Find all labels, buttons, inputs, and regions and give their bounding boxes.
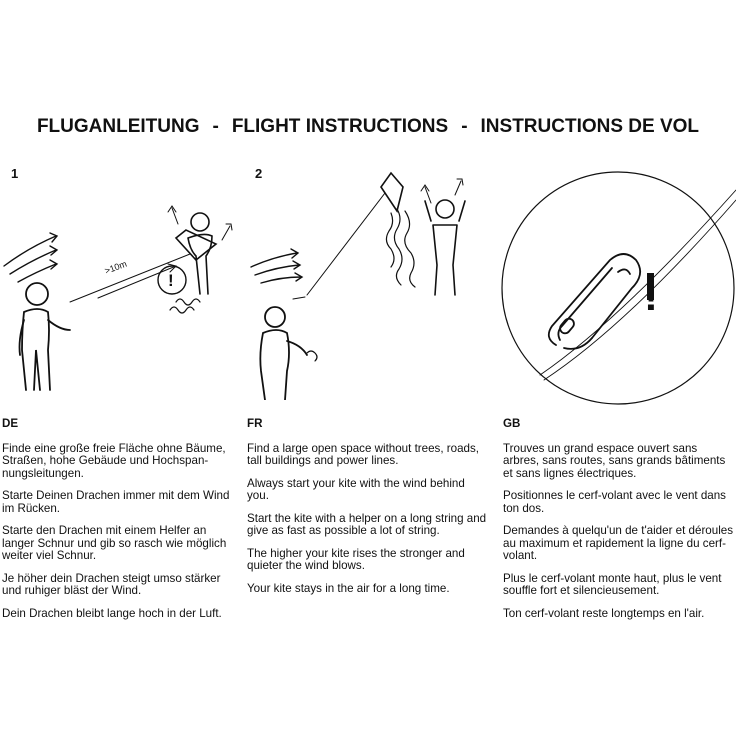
- title-fr: INSTRUCTIONS DE VOL: [480, 116, 700, 137]
- carabiner-icon: [547, 253, 642, 350]
- column-de: DE Finde eine große freie Fläche ohne Bä…: [2, 417, 234, 630]
- language-label: FR: [247, 417, 263, 430]
- paragraph: Trouves un grand espace ouvert sans arbr…: [503, 441, 726, 480]
- person-icon: [18, 282, 71, 391]
- paragraph: Starte den Drachen mit einem Helfer an l…: [2, 524, 227, 562]
- warning-symbol: !: [168, 271, 174, 290]
- zoom-circle-icon: [501, 171, 735, 405]
- person-icon: [259, 306, 308, 400]
- paragraph: Positionnes le cerf-volant avec le vent …: [503, 489, 726, 515]
- step-1-number: 1: [11, 166, 19, 181]
- paragraph: Find a large open space without trees, r…: [247, 441, 480, 467]
- paragraph: Finde eine große freie Fläche ohne Bäume…: [2, 441, 226, 480]
- carabiner-illustration: !: [501, 171, 736, 405]
- paragraph: Je höher dein Drachen steigt umso stärke…: [2, 571, 221, 597]
- step-2-number: 2: [255, 166, 263, 181]
- title-separator-1: -: [212, 116, 219, 137]
- page-title: FLUGANLEITUNG-FLIGHT INSTRUCTIONS-INSTRU…: [0, 116, 736, 138]
- language-label: GB: [503, 417, 521, 430]
- kite-string-line: [69, 253, 191, 303]
- line-strand: [539, 189, 736, 376]
- paragraph: The higher your kite rises the stronger …: [247, 546, 465, 572]
- helper-person-icon: [424, 199, 466, 296]
- step-1-illustration: >10m !: [3, 205, 233, 391]
- paragraph: Your kite stays in the air for a long ti…: [247, 581, 450, 595]
- warning-symbol: !: [644, 272, 658, 319]
- wind-arrows-icon: [250, 248, 304, 284]
- wind-arrows-icon: [3, 232, 59, 283]
- paragraph: Dein Drachen bleibt lange hoch in der Lu…: [2, 606, 222, 620]
- paragraph: Ton cerf-volant reste longtemps en l'air…: [503, 606, 705, 620]
- language-label: DE: [2, 417, 19, 430]
- kite-icon: [380, 171, 404, 213]
- title-separator-2: -: [461, 116, 468, 137]
- title-de: FLUGANLEITUNG: [36, 116, 200, 137]
- distance-label: >10m: [103, 259, 128, 276]
- title-en: FLIGHT INSTRUCTIONS: [231, 116, 449, 137]
- warning-bar-icon: [647, 273, 654, 300]
- paragraph: Demandes à quelqu'un de t'aider et dérou…: [503, 524, 734, 562]
- kite-string-line: [306, 192, 386, 296]
- column-gb: GB Trouves un grand espace ouvert sans a…: [503, 417, 735, 630]
- column-fr: FR Find a large open space without trees…: [247, 417, 487, 605]
- step-2-illustration: [250, 171, 466, 400]
- helper-person-icon: [174, 212, 218, 295]
- warning-circle-icon: [157, 265, 187, 295]
- paragraph: Start the kite with a helper on a long s…: [247, 511, 487, 537]
- paragraph: Starte Deinen Drachen immer mit dem Wind…: [2, 489, 230, 515]
- paragraph: Plus le cerf-volant monte haut, plus le …: [503, 571, 722, 597]
- paragraph: Always start your kite with the wind beh…: [247, 476, 465, 502]
